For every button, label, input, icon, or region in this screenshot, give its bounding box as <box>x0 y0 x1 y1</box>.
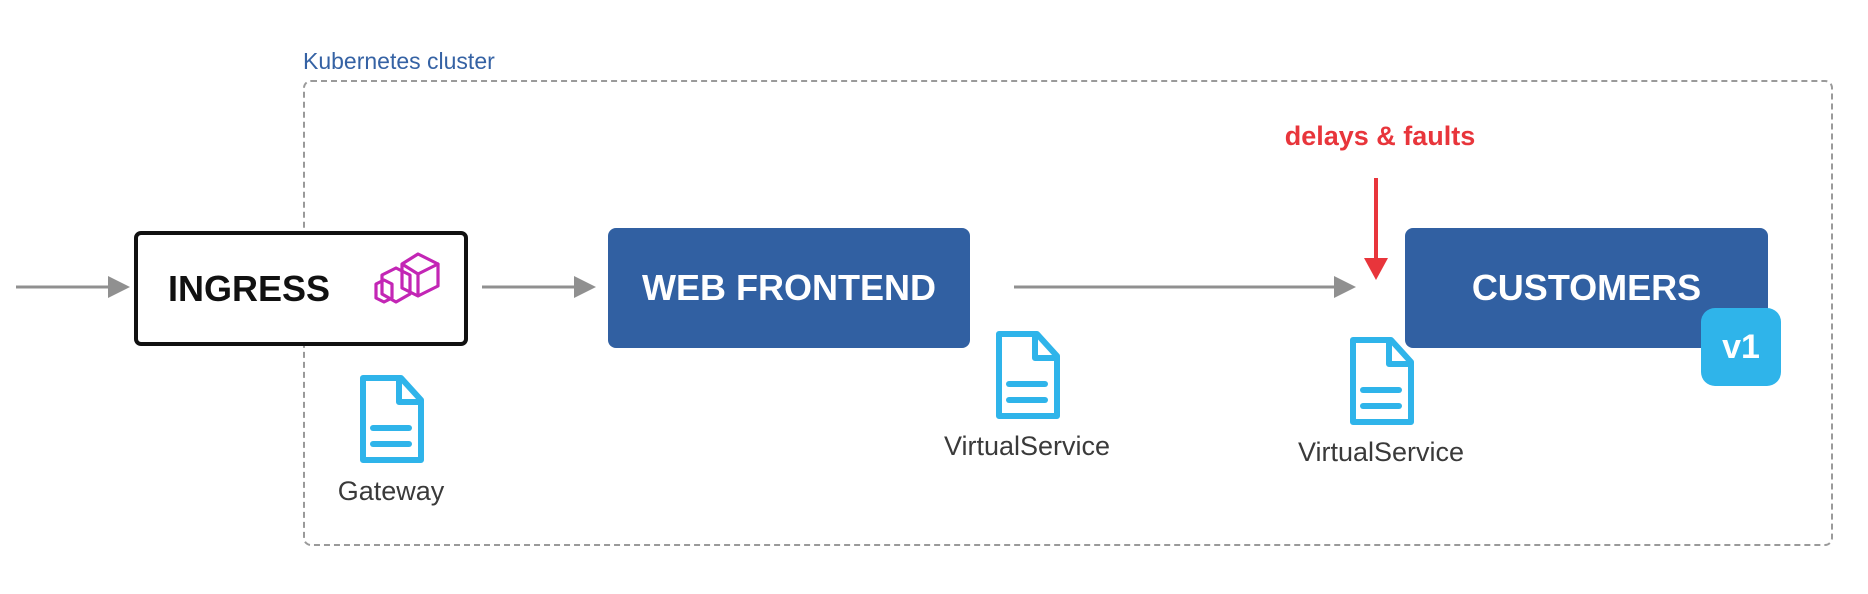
ingress-node <box>134 231 468 346</box>
arrow-external-to-ingress <box>16 276 130 298</box>
virtualservice-web-label: VirtualService <box>943 431 1111 461</box>
web-frontend-label: WEB FRONTEND <box>642 267 936 308</box>
arrow-ingress-to-web-frontend <box>482 276 596 298</box>
envoy-logo-icon <box>374 252 440 304</box>
gateway-label: Gateway <box>337 476 445 506</box>
ingress-label: INGRESS <box>168 268 331 309</box>
web-frontend-node: WEB FRONTEND <box>608 228 970 348</box>
virtualservice-customers-label: VirtualService <box>1297 437 1465 467</box>
document-icon <box>360 375 424 463</box>
document-icon <box>996 331 1060 419</box>
arrow-fault-injection <box>1364 178 1388 280</box>
customers-label: CUSTOMERS <box>1471 267 1702 308</box>
cluster-label: Kubernetes cluster <box>303 48 495 74</box>
arrow-web-frontend-to-customers <box>1014 276 1356 298</box>
fault-injection-label: delays & faults <box>1284 121 1476 151</box>
document-icon <box>1350 337 1414 425</box>
customers-node: CUSTOMERS <box>1405 228 1768 348</box>
version-badge: v1 <box>1701 308 1781 386</box>
